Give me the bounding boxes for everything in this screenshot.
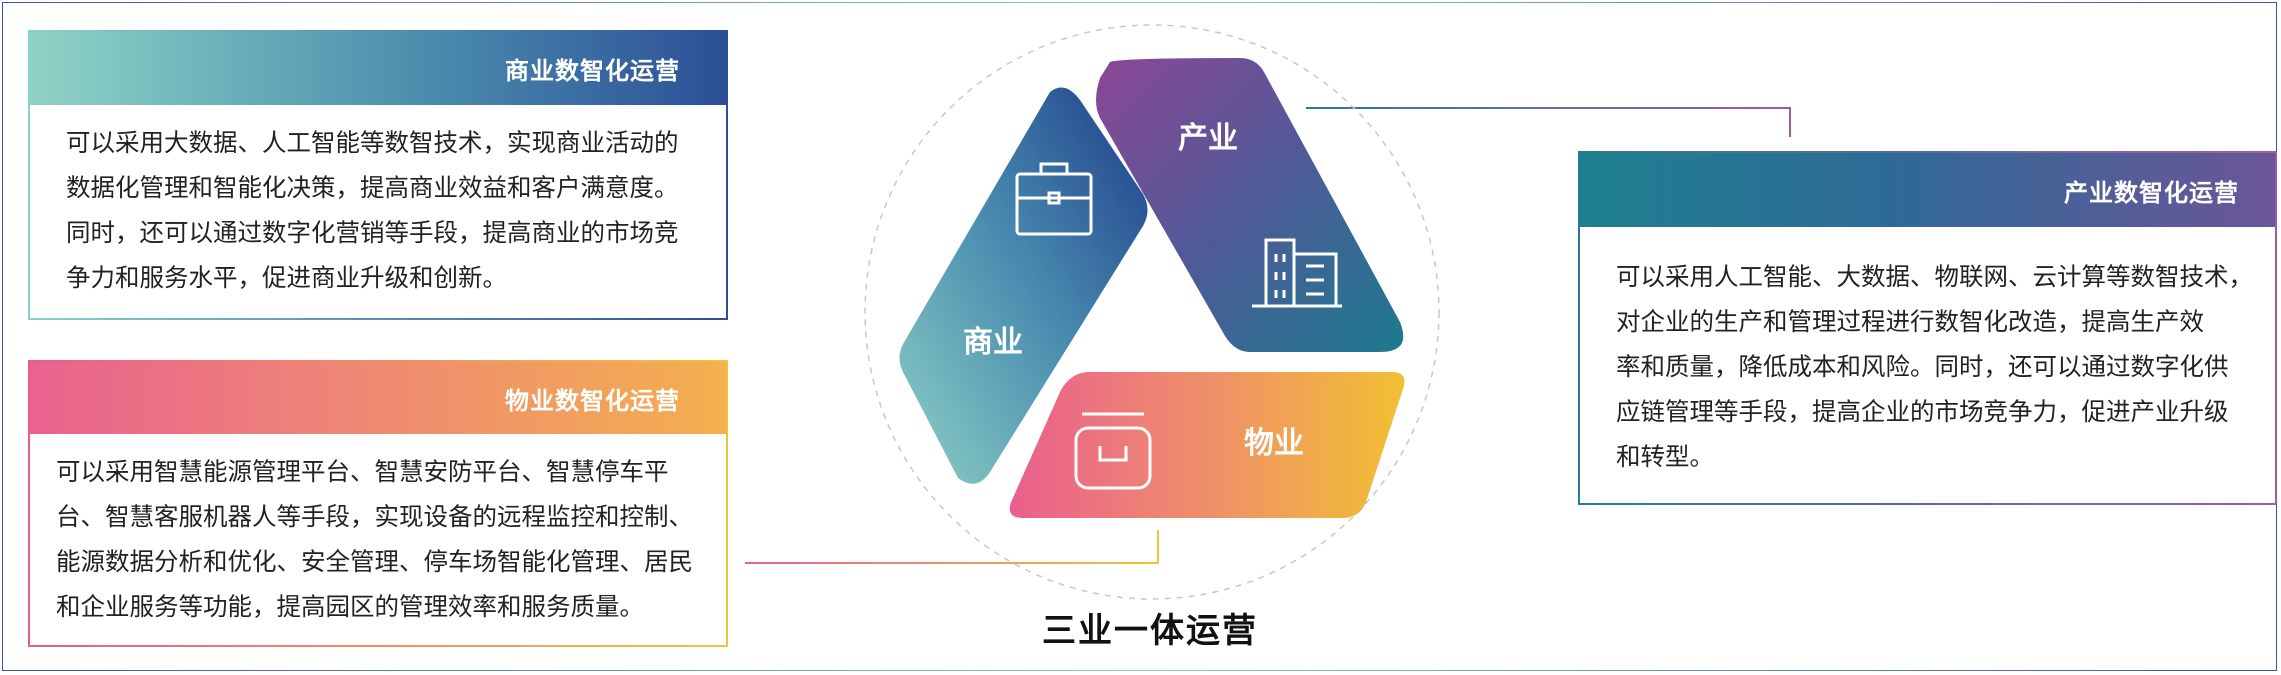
property-panel: 物业数智化运营 可以采用智慧能源管理平台、智慧安防平台、智慧停车平 台、智慧客服…	[28, 360, 728, 647]
property-segment	[1009, 372, 1405, 518]
briefcase-icon	[1015, 162, 1093, 236]
dashed-ring	[864, 24, 1440, 600]
industry-segment-label: 产业	[1178, 121, 1238, 156]
commerce-line: 争力和服务水平，促进商业升级和创新。	[66, 263, 507, 292]
industry-panel-body: 可以采用人工智能、大数据、物联网、云计算等数智技术， 对企业的生产和管理过程进行…	[1580, 227, 2275, 479]
commerce-segment	[899, 87, 1148, 484]
industry-line: 应链管理等手段，提高企业的市场竞争力，促进产业升级	[1616, 397, 2229, 426]
industry-segment	[1096, 58, 1404, 352]
property-panel-body: 可以采用智慧能源管理平台、智慧安防平台、智慧停车平 台、智慧客服机器人等手段，实…	[30, 434, 726, 629]
property-segment-label: 物业	[1244, 426, 1304, 461]
property-connector	[745, 530, 1159, 564]
inbox-icon	[1074, 412, 1152, 490]
property-line: 和企业服务等功能，提高园区的管理效率和服务质量。	[56, 592, 644, 621]
buildings-icon	[1252, 238, 1342, 308]
commerce-panel-body: 可以采用大数据、人工智能等数智技术，实现商业活动的 数据化管理和智能化决策，提高…	[30, 105, 726, 300]
industry-line: 可以采用人工智能、大数据、物联网、云计算等数智技术，	[1616, 262, 2253, 291]
commerce-line: 数据化管理和智能化决策，提高商业效益和客户满意度。	[66, 173, 679, 202]
diagram-title: 三业一体运营	[1042, 611, 1258, 651]
property-line: 台、智慧客服机器人等手段，实现设备的远程监控和控制、	[56, 502, 693, 531]
property-line: 能源数据分析和优化、安全管理、停车场智能化管理、居民	[56, 547, 693, 576]
industry-connector	[1306, 107, 1791, 137]
industry-line: 和转型。	[1616, 442, 1714, 471]
property-panel-title: 物业数智化运营	[30, 362, 726, 434]
commerce-line: 可以采用大数据、人工智能等数智技术，实现商业活动的	[66, 128, 679, 157]
industry-line: 率和质量，降低成本和风险。同时，还可以通过数字化供	[1616, 352, 2229, 381]
commerce-line: 同时，还可以通过数字化营销等手段，提高商业的市场竞	[66, 218, 679, 247]
property-line: 可以采用智慧能源管理平台、智慧安防平台、智慧停车平	[56, 457, 669, 486]
industry-panel: 产业数智化运营 可以采用人工智能、大数据、物联网、云计算等数智技术， 对企业的生…	[1578, 151, 2277, 505]
commerce-panel: 商业数智化运营 可以采用大数据、人工智能等数智技术，实现商业活动的 数据化管理和…	[28, 30, 728, 320]
industry-line: 对企业的生产和管理过程进行数智化改造，提高生产效	[1616, 307, 2204, 336]
industry-panel-title: 产业数智化运营	[1580, 153, 2275, 227]
commerce-panel-title: 商业数智化运营	[30, 32, 726, 105]
commerce-segment-label: 商业	[963, 325, 1023, 360]
